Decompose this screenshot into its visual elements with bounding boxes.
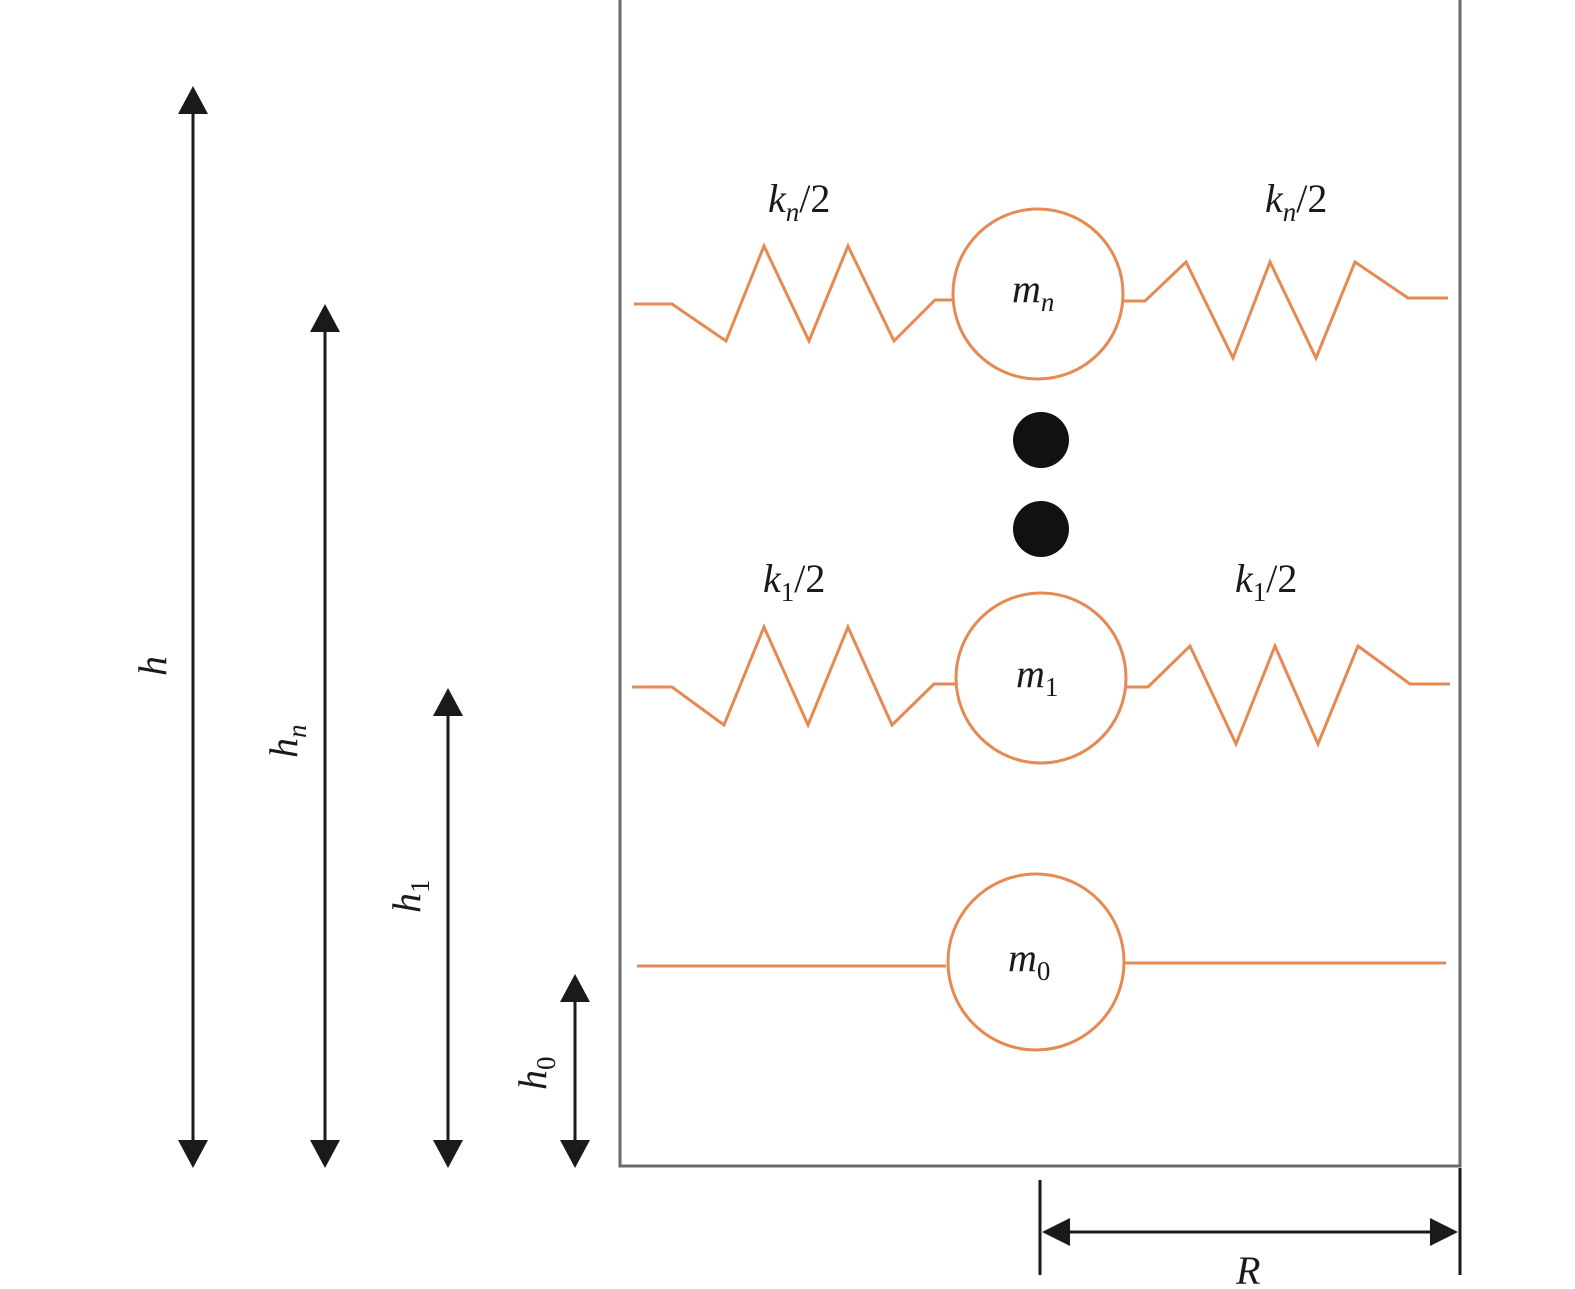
spring-right-n [1122, 258, 1448, 362]
height-label-h1: h1 [384, 880, 435, 914]
mass-n [951, 207, 1125, 381]
mass-0-label: m0 [1008, 935, 1050, 986]
height-arrow-h1: h1 [384, 688, 463, 1168]
mass-0 [946, 872, 1126, 1052]
spring-label-right-n: kn/2 [1265, 176, 1327, 227]
mass-level-0: m0 [637, 872, 1446, 1052]
spring-left-1 [632, 623, 956, 729]
spring-right-1 [1124, 642, 1450, 748]
mass-level-n: mn kn/2 kn/2 [634, 176, 1448, 381]
height-label-hn: hn [261, 725, 312, 759]
height-label-h: h [130, 656, 175, 676]
mass-level-1: m1 k1/2 k1/2 [632, 556, 1450, 765]
height-arrow-hn: hn [261, 304, 340, 1168]
mass-1 [954, 591, 1128, 765]
radius-label: R [1235, 1248, 1260, 1289]
height-arrow-h: h [130, 86, 208, 1168]
spring-label-right-1: k1/2 [1235, 556, 1297, 607]
spring-label-left-1: k1/2 [763, 556, 825, 607]
ellipsis-dot-upper [1013, 412, 1069, 468]
height-arrow-h0: h0 [510, 974, 590, 1168]
spring-left-n [634, 242, 952, 345]
spring-label-left-n: kn/2 [768, 176, 830, 227]
tank-wall [618, 0, 1462, 1168]
mass-n-label: mn [1012, 266, 1054, 317]
radius-dimension: R [1038, 1168, 1462, 1289]
mass-1-label: m1 [1016, 651, 1058, 702]
height-label-h0: h0 [510, 1057, 561, 1091]
ellipsis-dot-lower [1013, 501, 1069, 557]
